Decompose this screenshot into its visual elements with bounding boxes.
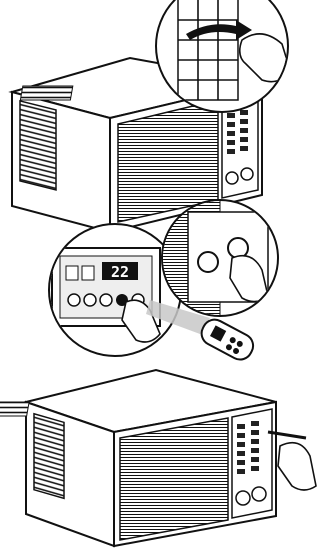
bottom-knob-right-icon — [252, 487, 266, 501]
bottom-air-conditioner — [0, 370, 316, 546]
knob-2-icon — [228, 238, 248, 258]
top-side-vent-grille — [20, 101, 56, 190]
knob-1-icon — [198, 252, 218, 272]
panel-button-1[interactable] — [68, 294, 80, 306]
bottom-side-vent-grille — [34, 414, 64, 499]
temperature-display-digits: 22 — [111, 263, 129, 281]
top-knob-left-icon — [226, 172, 238, 184]
bottom-front-grille — [120, 418, 228, 540]
top-knob-right-icon — [241, 168, 253, 180]
bottom-back-vent — [0, 402, 29, 416]
top-back-vent — [20, 86, 72, 100]
bottom-knob-left-icon — [236, 491, 250, 505]
hand-inserting-icon — [278, 443, 316, 490]
panel-button-2[interactable] — [84, 294, 96, 306]
panel-button-3[interactable] — [100, 294, 112, 306]
remote-control — [197, 315, 257, 363]
